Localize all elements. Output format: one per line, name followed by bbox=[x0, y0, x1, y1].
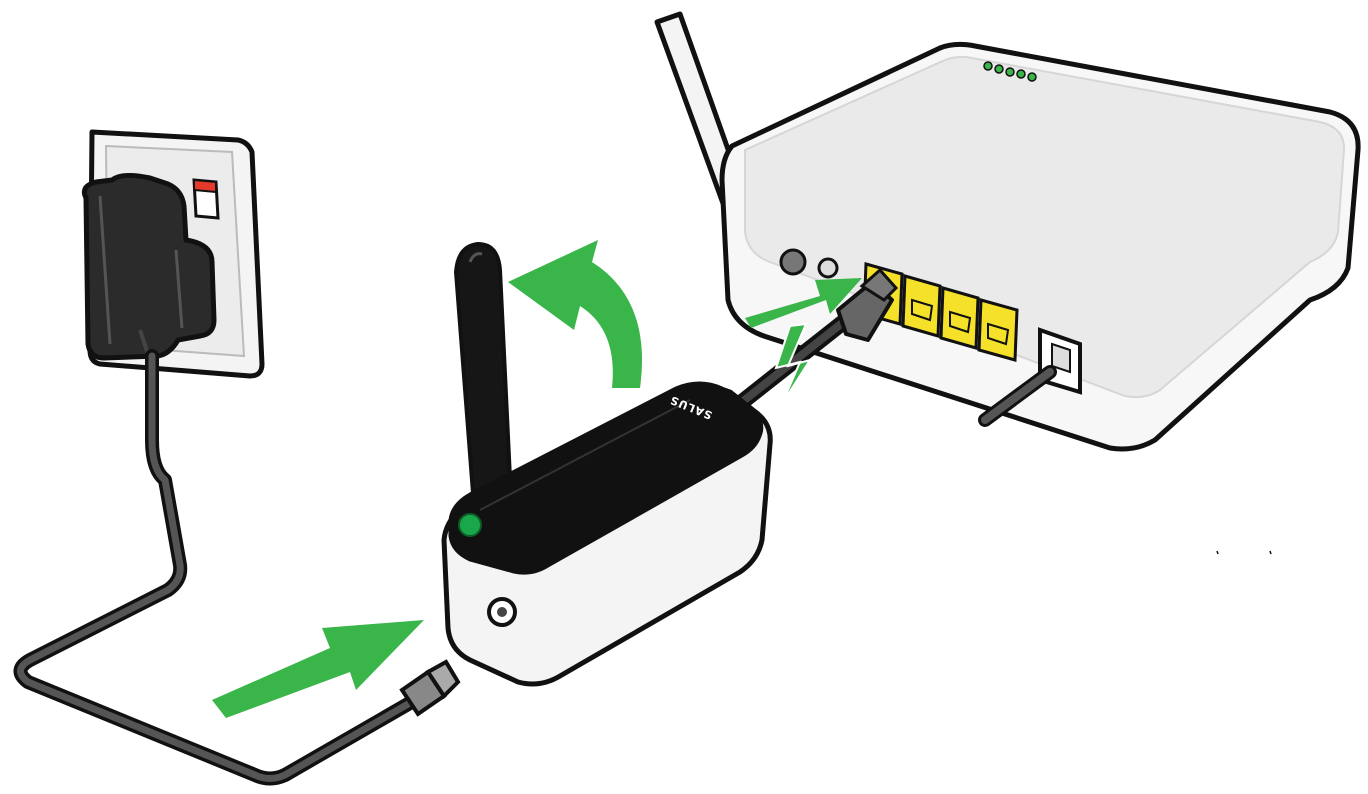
gateway-led-icon bbox=[458, 513, 482, 537]
stray-marks bbox=[1216, 550, 1272, 555]
gateway-antenna-icon bbox=[454, 242, 514, 534]
arrow-raise-antenna-icon bbox=[508, 240, 642, 388]
arrow-to-gateway-icon bbox=[212, 620, 424, 718]
signal-bolt-icon bbox=[774, 322, 813, 405]
power-cable bbox=[13, 349, 461, 786]
arrow-to-router-icon bbox=[745, 278, 862, 328]
gateway-icon: SALUS bbox=[441, 242, 773, 687]
router-reset-button bbox=[817, 257, 839, 279]
router-power-button bbox=[779, 248, 807, 276]
router-status-leds bbox=[983, 61, 1037, 82]
ethernet-cable-icon bbox=[734, 267, 899, 410]
router-icon bbox=[654, 11, 1361, 452]
